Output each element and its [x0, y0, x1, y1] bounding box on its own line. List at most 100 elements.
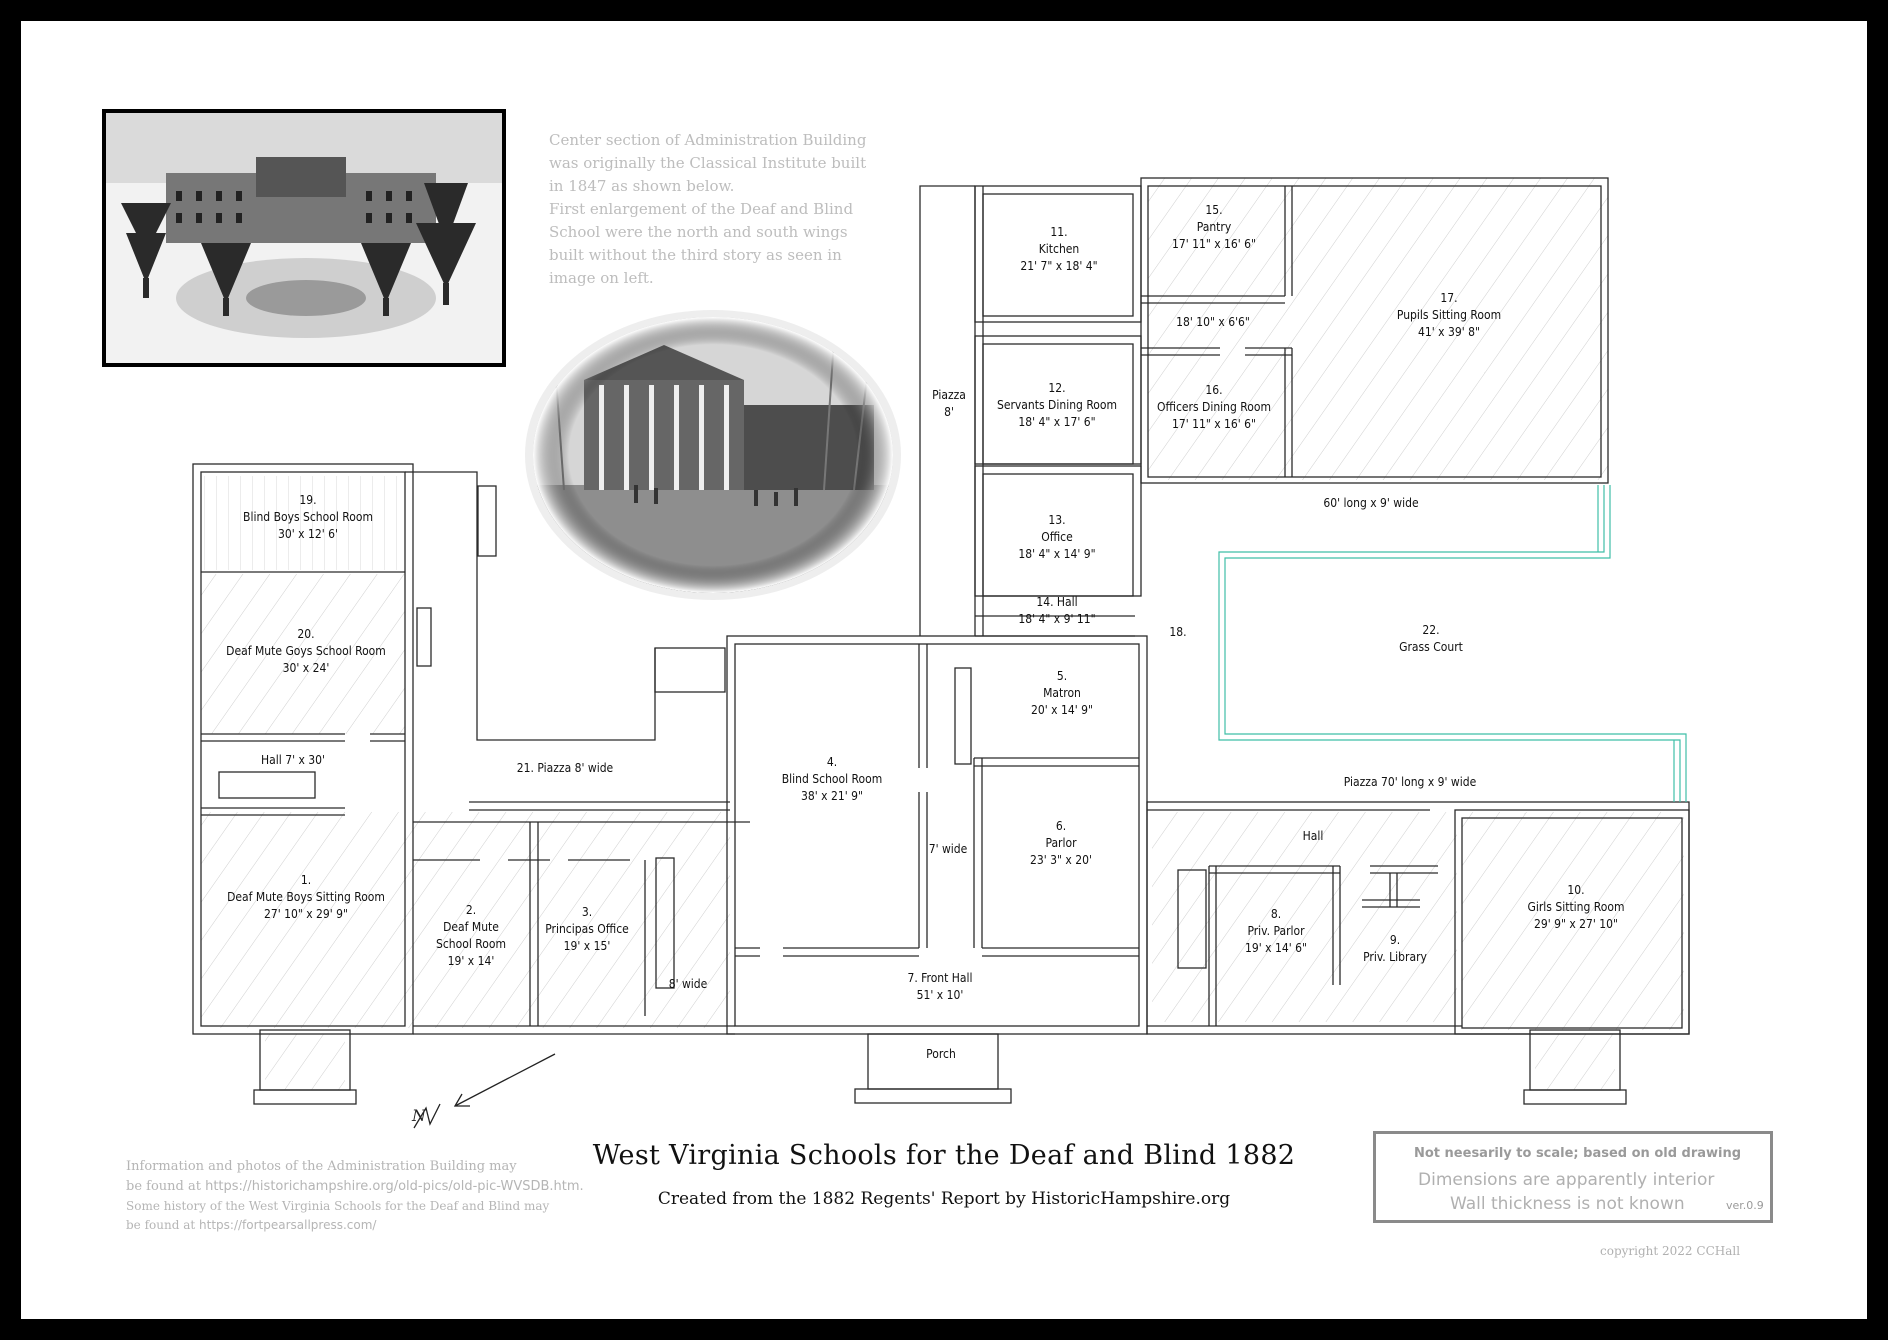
room-dimensions: 18' 4" x 14' 9"	[1018, 547, 1096, 561]
room-number: 7. Front Hall	[907, 971, 973, 985]
drawing-title: West Virginia Schools for the Deaf and B…	[592, 1140, 1296, 1171]
hall-text: Hall	[1302, 829, 1324, 843]
room-number: 19.	[299, 493, 317, 507]
room-10-area	[1462, 812, 1684, 1030]
room-number: 17.	[1440, 291, 1458, 305]
room-number: 16.	[1205, 383, 1223, 397]
room-1-label: 1. Deaf Mute Boys Sitting Room 27' 10" x…	[227, 872, 385, 923]
eight-wide-label: 8' wide	[669, 976, 708, 993]
room-number: 9.	[1389, 933, 1401, 947]
room-dimensions: 29' 9" x 27' 10"	[1533, 917, 1619, 931]
piazza-dimensions: 8'	[944, 405, 954, 419]
seven-wide-label: 7' wide	[929, 841, 968, 858]
drawing-subtitle: Created from the 1882 Regents' Report by…	[657, 1189, 1231, 1209]
scale-note-line-1: Not neesarily to scale; based on old dra…	[1414, 1146, 1742, 1161]
bay-10-area	[1535, 1034, 1615, 1090]
north-arrow-icon	[413, 1053, 556, 1129]
history-note-line: First enlargement of the Deaf and Blind	[549, 200, 854, 218]
room-name: Pupils Sitting Room	[1396, 308, 1502, 322]
room-number: 5.	[1056, 669, 1068, 683]
room-name: Deaf Mute Boys Sitting Room	[227, 890, 385, 904]
piazza-8-label: Piazza 8'	[932, 387, 966, 421]
room-9-label: 9. Priv. Library	[1363, 932, 1427, 966]
walls	[192, 177, 1690, 1105]
info-note: Information and photos of the Administra…	[126, 1157, 584, 1235]
room-dimensions: 19' x 14'	[447, 954, 495, 968]
info-link-fortpearsall[interactable]: https://fortpearsallpress.com/	[199, 1218, 377, 1232]
room-dimensions: 20' x 14' 9"	[1031, 703, 1093, 717]
room-dimensions: 23' 3" x 20'	[1030, 853, 1092, 867]
room-3-label: 3. Principas Office 19' x 15'	[545, 904, 629, 955]
bay-1-area	[265, 1034, 345, 1090]
engraving-photo	[102, 109, 506, 367]
hall-label-text: Hall 7' x 30'	[261, 753, 325, 767]
scale-note-line-2: Dimensions are apparently interior	[1418, 1170, 1715, 1190]
hall-7x30-label: Hall 7' x 30'	[261, 752, 325, 769]
room-dimensions: 18' 4" x 9' 11"	[1018, 612, 1096, 626]
room-dimensions: 30' x 12' 6'	[278, 527, 338, 541]
room-20-label: 20. Deaf Mute Goys School Room 30' x 24'	[226, 626, 386, 677]
room-name: Pantry	[1196, 220, 1232, 234]
porch-text: Porch	[926, 1047, 956, 1061]
room-dimensions: 38' x 21' 9"	[801, 789, 863, 803]
room-11-label: 11. Kitchen 21' 7" x 18' 4"	[1020, 224, 1097, 275]
room-name: Parlor	[1045, 836, 1077, 850]
history-note-line: Center section of Administration Buildin…	[549, 131, 867, 149]
history-note: Center section of Administration Buildin…	[549, 129, 866, 290]
piazza-60-label: 60' long x 9' wide	[1323, 495, 1418, 512]
piazza-text: Piazza	[932, 388, 966, 402]
hatched-areas	[201, 178, 1684, 1090]
room-number: 21. Piazza 8' wide	[516, 761, 614, 775]
east-service-area	[1148, 178, 1608, 480]
room-name: Matron	[1043, 686, 1081, 700]
room-4-label: 4. Blind School Room 38' x 21' 9"	[782, 754, 883, 805]
room-number: 11.	[1050, 225, 1068, 239]
room-name: Blind School Room	[781, 772, 883, 786]
room-number: 2.	[465, 903, 477, 917]
room-name: School Room	[436, 937, 506, 951]
room-17-label: 17. Pupils Sitting Room 41' x 39' 8"	[1397, 290, 1501, 341]
history-note-line: was originally the Classical Institute b…	[549, 154, 867, 172]
room-dimensions: 30' x 24'	[282, 661, 330, 675]
room-dimensions: 17' 11" x 16' 6"	[1171, 417, 1257, 431]
room-number: 20.	[297, 627, 315, 641]
room-19-area	[201, 476, 405, 570]
room-5-label: 5. Matron 20' x 14' 9"	[1031, 668, 1093, 719]
width-label: 8' wide	[668, 977, 708, 991]
room-name: Deaf Mute Goys School Room	[226, 644, 386, 658]
rooms-2-3-area	[405, 812, 730, 1028]
hall-south-label: Hall	[1303, 828, 1324, 845]
scale-note-box: Not neesarily to scale; based on old dra…	[1373, 1131, 1773, 1223]
oval-photo	[524, 310, 902, 600]
history-note-line: built without the third story as seen in	[549, 246, 842, 264]
info-note-line-4: be found at https://fortpearsallpress.co…	[126, 1216, 584, 1235]
room-number: 15.	[1205, 203, 1223, 217]
room-dimensions: 27' 10" x 29' 9"	[263, 907, 349, 921]
room-number: 18.	[1169, 625, 1187, 639]
room-number: 22.	[1422, 623, 1440, 637]
room-dimensions: 51' x 10'	[916, 988, 964, 1002]
copyright-text: copyright 2022 CCHall	[1600, 1244, 1741, 1258]
room-name: Kitchen	[1038, 242, 1080, 256]
room-dimensions: 17' 11" x 16' 6"	[1171, 237, 1257, 251]
room-1-area	[201, 812, 405, 1028]
room-15-label: 15. Pantry 17' 11" x 16' 6"	[1172, 202, 1256, 253]
room-12-label: 12. Servants Dining Room 18' 4" x 17' 6"	[997, 380, 1117, 431]
room-22-label: 22. Grass Court	[1399, 622, 1463, 656]
info-note-prefix: be found at	[126, 1179, 206, 1194]
rooms-8-9-area	[1152, 812, 1457, 1022]
history-note-line: in 1847 as shown below.	[549, 177, 735, 195]
version-label: ver.0.9	[1726, 1199, 1764, 1212]
room-number: 10.	[1567, 883, 1585, 897]
room-number: 4.	[826, 755, 838, 769]
info-note-line-2: be found at https://historichampshire.or…	[126, 1177, 584, 1197]
room-name: Deaf Mute	[443, 920, 499, 934]
room-dimensions: 21' 7" x 18' 4"	[1020, 259, 1098, 273]
room-13-label: 13. Office 18' 4" x 14' 9"	[1018, 512, 1095, 563]
piazza-text: Piazza 70' long x 9' wide	[1343, 775, 1477, 789]
scale-note-line-3: Wall thickness is not known	[1450, 1194, 1685, 1214]
info-link-wvsdb[interactable]: https://historichampshire.org/old-pics/o…	[205, 1179, 584, 1194]
room-dimensions: 18' 4" x 17' 6"	[1018, 415, 1096, 429]
room-number: 12.	[1048, 381, 1066, 395]
room-20-area	[201, 574, 405, 734]
